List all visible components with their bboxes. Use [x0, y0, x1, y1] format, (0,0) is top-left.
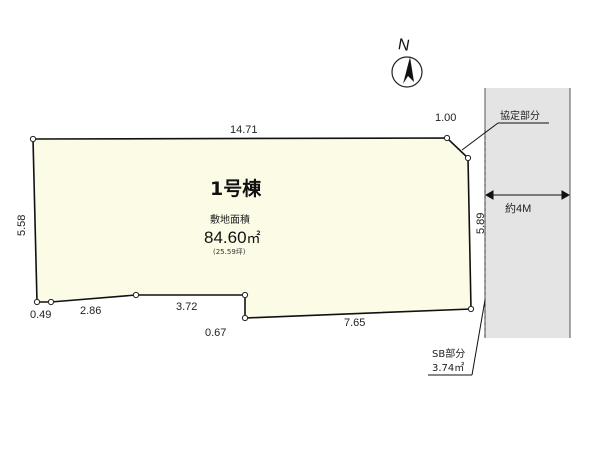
sb-label: SB部分 [432, 347, 465, 360]
compass-arrow-icon [403, 57, 414, 84]
vertex-marker [241, 314, 249, 322]
vertex-marker [241, 291, 249, 299]
lot-area-unit: ㎡ [247, 230, 261, 246]
dim-bottom-right: 7.65 [344, 317, 365, 329]
lot-area-label: 敷地面積 [210, 213, 250, 226]
lot-area-number: 84.60 [204, 228, 247, 247]
compass-north-letter: N [397, 36, 411, 55]
dim-top-right: 1.00 [435, 112, 456, 124]
lot-vertices [29, 134, 475, 322]
sb-leader [471, 299, 486, 376]
agreement-label: 協定部分 [500, 109, 540, 122]
dim-bottom-left-small: 0.49 [30, 309, 51, 321]
dim-right: 5.89 [475, 213, 487, 234]
lot-area-tsubo: (25.59坪) [213, 248, 246, 256]
dim-bottom-left: 2.86 [80, 305, 101, 317]
vertex-marker [47, 298, 55, 306]
dim-bottom-step: 0.67 [205, 327, 226, 339]
vertex-marker [467, 305, 475, 313]
vertex-marker [33, 298, 41, 306]
agreement-leader [461, 122, 499, 151]
dim-top: 14.71 [230, 124, 258, 136]
vertex-marker [464, 154, 472, 162]
road-width-arrow [484, 190, 571, 200]
dim-bottom-mid: 3.72 [176, 301, 197, 313]
vertex-marker [29, 135, 37, 143]
vertex-marker [443, 134, 451, 142]
road-strip [485, 88, 570, 338]
north-compass: N [391, 36, 423, 88]
lot-title: 1号棟 [210, 177, 262, 200]
dim-left: 5.58 [16, 215, 28, 236]
road-width-label: 約4M [505, 201, 531, 215]
lot-area-value: 84.60㎡ [204, 228, 261, 247]
sb-area: 3.74㎡ [432, 362, 464, 374]
lot-outline [32, 137, 472, 319]
vertex-marker [132, 291, 140, 299]
